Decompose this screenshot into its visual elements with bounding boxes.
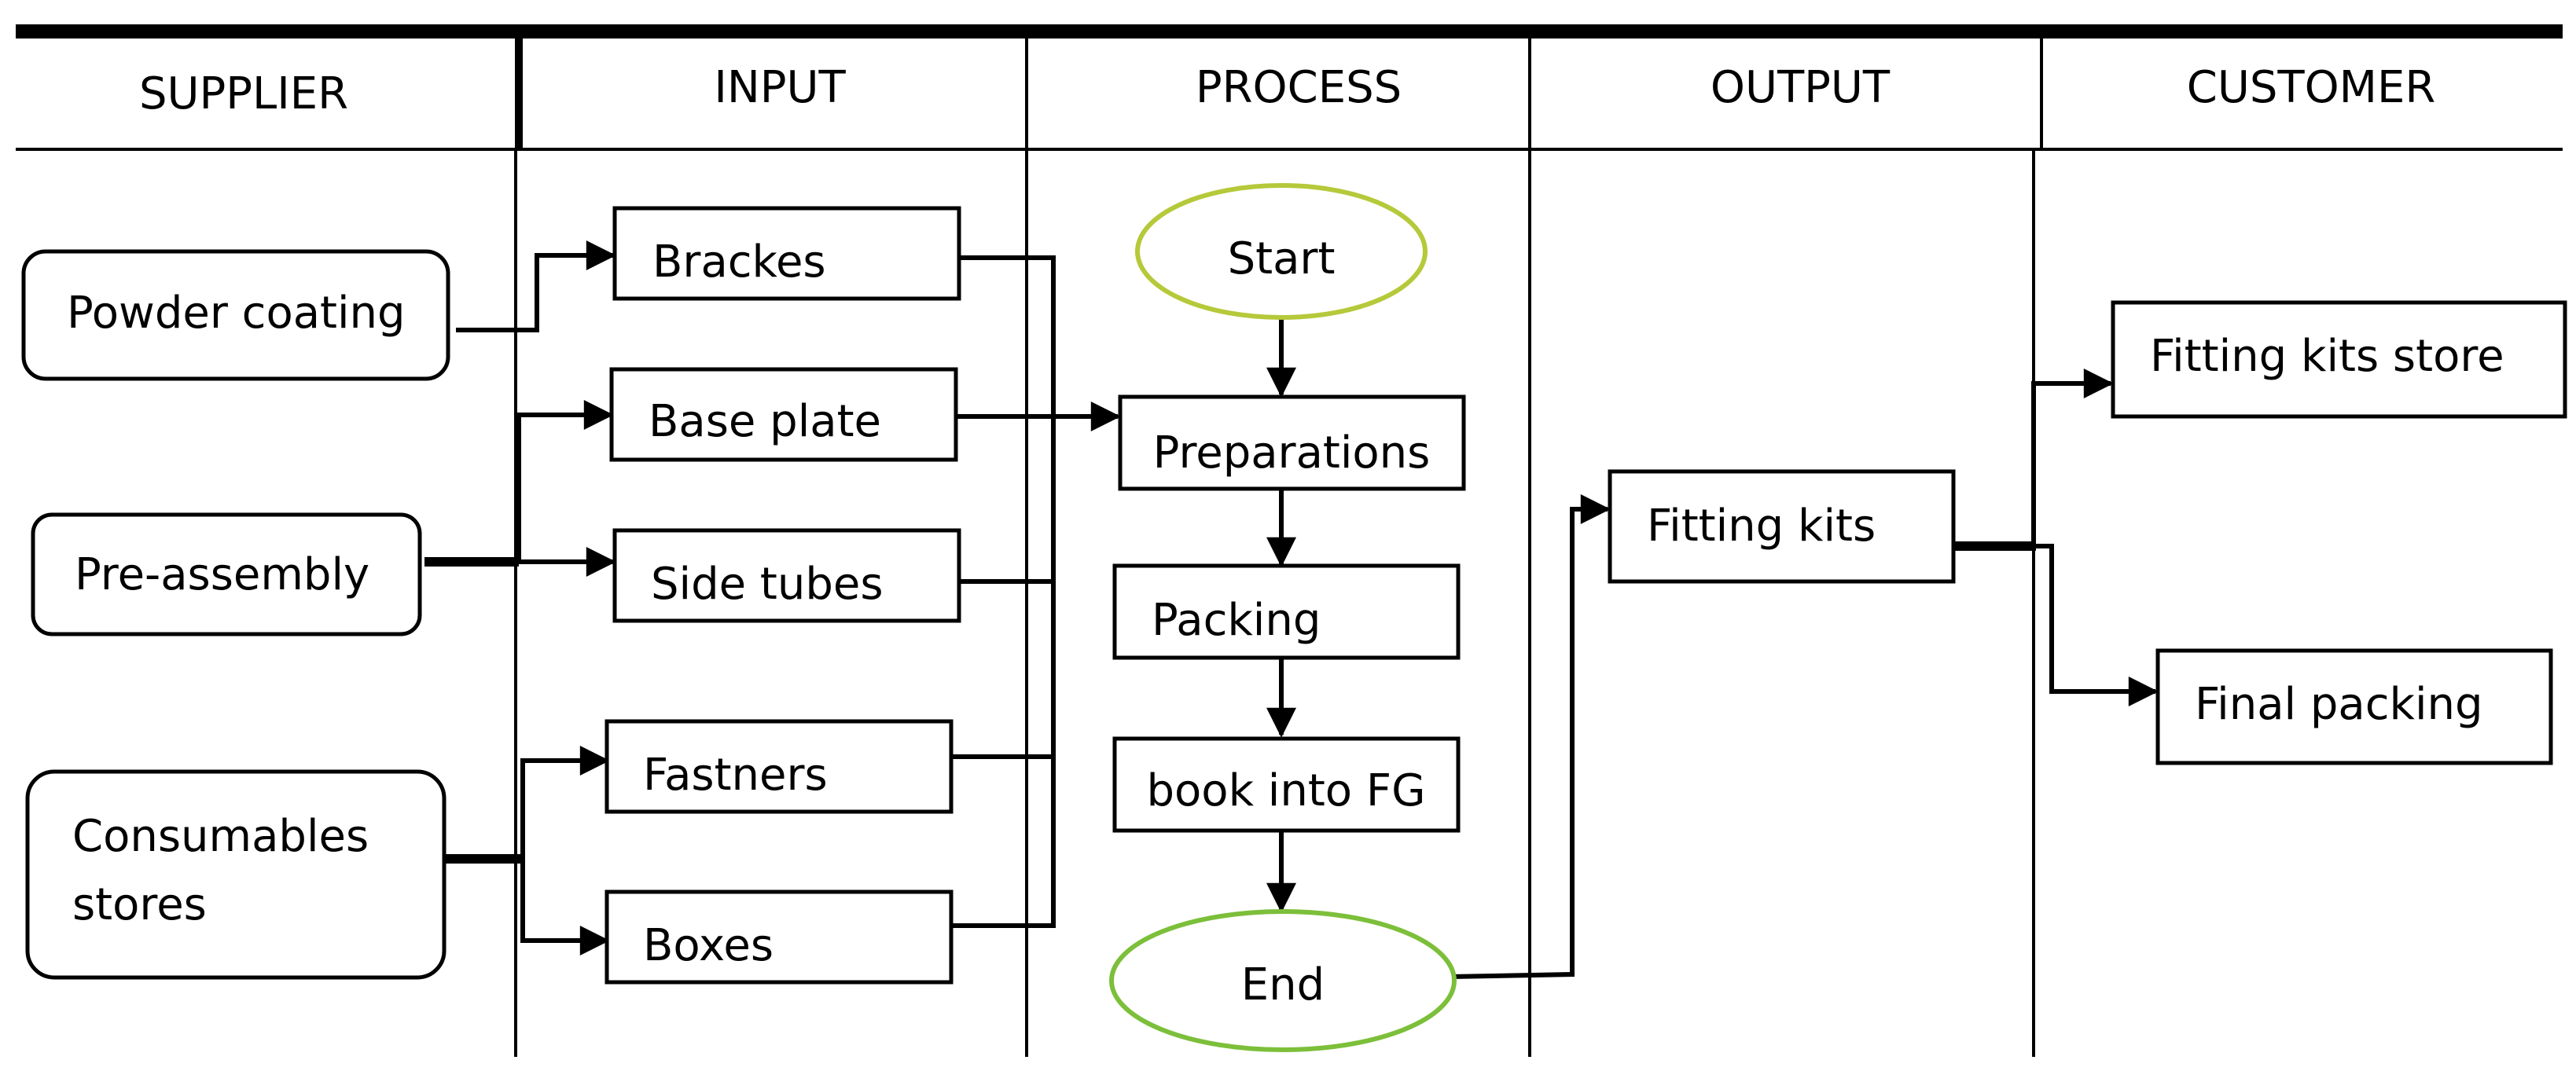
process-box	[1118, 394, 1466, 491]
arrow-to-fitting-kits-store	[2031, 369, 2114, 546]
output-fitting-kits: Fitting kits	[1608, 469, 1956, 584]
header-customer: CUSTOMER	[2187, 62, 2436, 113]
supplier-box	[25, 769, 446, 980]
arrow-end-to-fitting-kits	[1450, 494, 1611, 979]
input-label: Base plate	[649, 396, 881, 447]
input-box	[604, 719, 954, 814]
customer-label: Fitting kits store	[2150, 331, 2504, 382]
table-grid	[16, 24, 2563, 1057]
arrow-powder-coating-to-brackes	[456, 240, 616, 332]
process-book-into-fg: book into FG	[1112, 736, 1461, 833]
supplier-box	[21, 249, 450, 381]
connectors-output	[1450, 369, 2159, 979]
customer-final-packing: Final packing	[2155, 648, 2553, 765]
customer-fitting-kits-store: Fitting kits store	[2111, 300, 2567, 419]
supplier-label-line2: stores	[72, 879, 207, 930]
end-ellipse	[1109, 909, 1457, 1052]
header-input: INPUT	[714, 62, 846, 113]
supplier-label: Pre-assembly	[75, 549, 369, 600]
customer-box	[2155, 648, 2553, 765]
process-packing: Packing	[1112, 563, 1461, 660]
arrow-pre-assembly-to-base-plate	[516, 400, 614, 562]
input-label: Brackes	[652, 237, 826, 288]
process-box	[1112, 736, 1461, 833]
header-output: OUTPUT	[1711, 62, 1891, 113]
supplier-label: Powder coating	[67, 288, 406, 339]
input-box	[612, 528, 961, 623]
process-label: book into FG	[1147, 765, 1426, 816]
arrow-consumables-to-boxes	[520, 859, 610, 955]
header-process: PROCESS	[1196, 62, 1402, 113]
supplier-box	[31, 512, 422, 636]
supplier-pre-assembly: Pre-assembly	[31, 512, 422, 636]
input-box	[612, 206, 961, 301]
customer-box	[2111, 300, 2567, 419]
input-boxes: Boxes	[604, 889, 954, 985]
customer-label: Final packing	[2195, 679, 2483, 730]
input-side-tubes: Side tubes	[612, 528, 961, 623]
process-end: End	[1109, 909, 1457, 1052]
supplier-consumables-stores: Consumables stores	[25, 769, 446, 980]
arrow-to-final-packing	[2034, 544, 2159, 706]
input-fastners: Fastners	[604, 719, 954, 814]
end-label: End	[1241, 959, 1325, 1010]
connectors-input-process	[953, 255, 1121, 928]
process-label: Preparations	[1153, 427, 1431, 479]
arrow-consumables-to-fastners	[520, 746, 610, 859]
process-box	[1112, 563, 1461, 660]
supplier-label-line1: Consumables	[72, 811, 369, 862]
start-label: Start	[1228, 233, 1336, 284]
line-brackes-to-bus	[953, 255, 1056, 928]
connectors-supplier-input	[424, 240, 616, 955]
output-box	[1608, 469, 1956, 584]
header-supplier: SUPPLIER	[139, 68, 348, 119]
output-label: Fitting kits	[1647, 501, 1876, 552]
input-label: Fastners	[643, 750, 828, 801]
input-label: Boxes	[643, 920, 774, 971]
process-start: Start	[1135, 183, 1428, 320]
process-label: Packing	[1152, 595, 1321, 646]
input-box	[609, 367, 958, 462]
input-box	[604, 889, 954, 985]
supplier-powder-coating: Powder coating	[21, 249, 450, 381]
input-label: Side tubes	[651, 559, 884, 610]
input-brackes: Brackes	[612, 206, 961, 301]
start-ellipse	[1135, 183, 1428, 320]
process-preparations: Preparations	[1118, 394, 1466, 491]
input-base-plate: Base plate	[609, 367, 958, 462]
